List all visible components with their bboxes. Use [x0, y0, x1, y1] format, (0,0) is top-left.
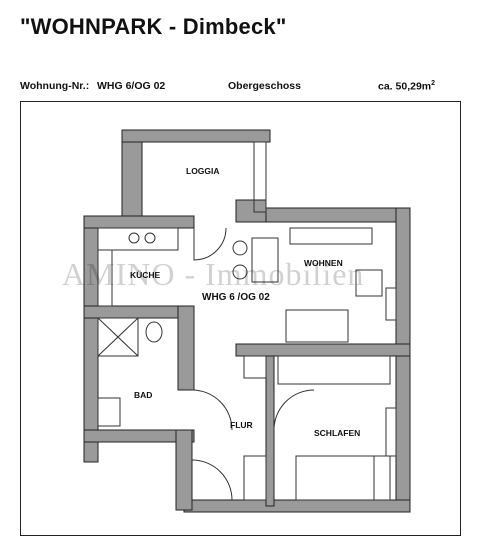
page-title: "WOHNPARK - Dimbeck" — [20, 14, 287, 39]
room-label-kueche: KÜCHE — [130, 270, 161, 280]
area-label: ca. 50,29m2 — [378, 80, 436, 93]
unit-label: Wohnung-Nr.: — [20, 80, 90, 92]
room-label-loggia: LOGGIA — [186, 166, 220, 176]
watermark: AMINO - Immobilien — [62, 256, 365, 292]
room-label-schlafen: SCHLAFEN — [314, 428, 361, 438]
unit-value: WHG 6/OG 02 — [97, 80, 166, 92]
room-label-bad: BAD — [134, 390, 153, 400]
room-label-flur: FLUR — [230, 420, 253, 430]
room-label-wohnen: WOHNEN — [304, 258, 343, 268]
apartment-label: WHG 6 /OG 02 — [202, 292, 270, 303]
floor-label: Obergeschoss — [228, 80, 301, 92]
plan-frame — [20, 101, 461, 536]
